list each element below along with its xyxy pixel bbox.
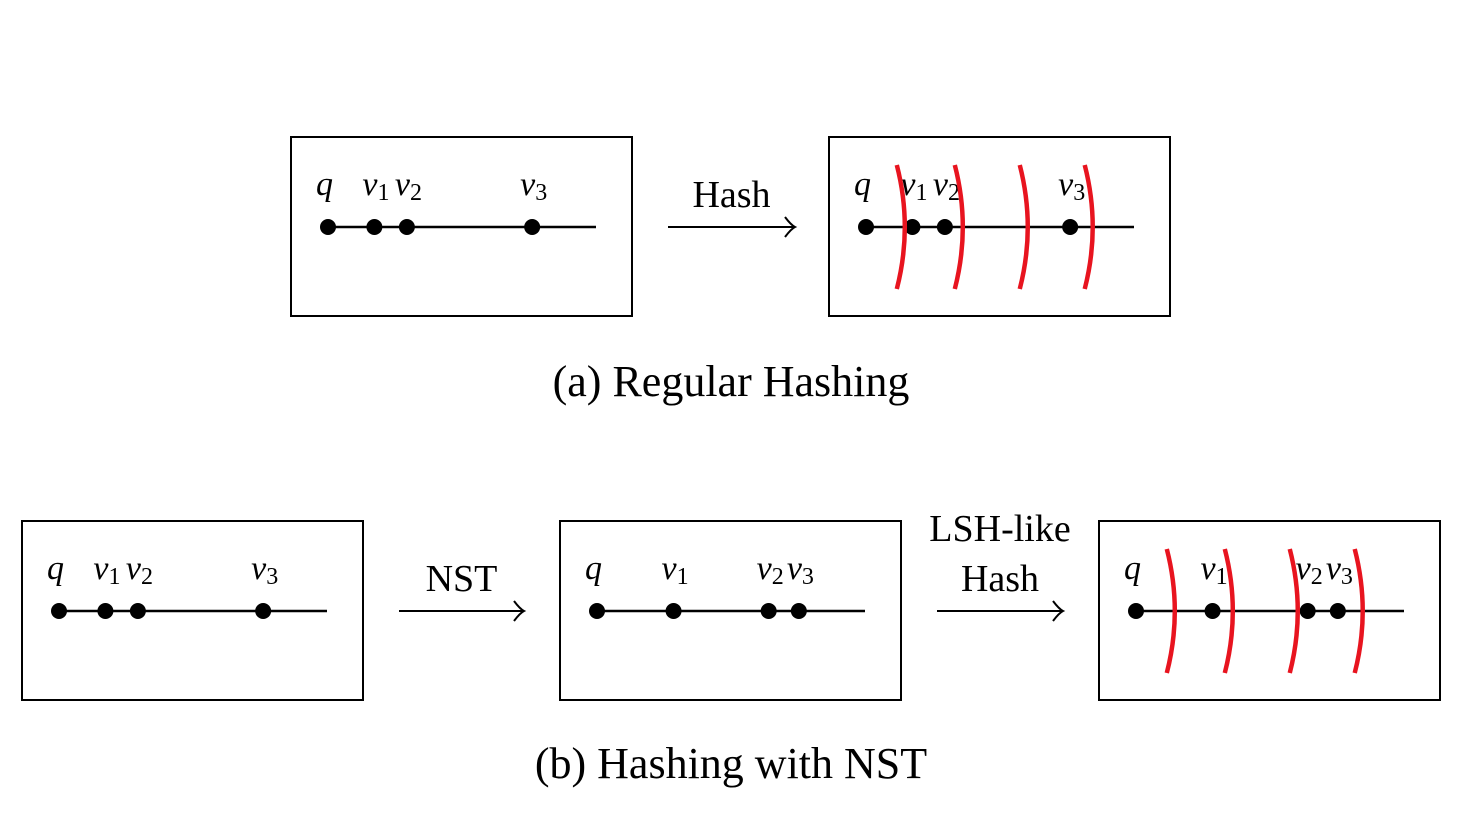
- arrow-nst: NST: [399, 558, 527, 622]
- label-var: q: [1124, 550, 1141, 587]
- hash-boundary: [1164, 548, 1178, 674]
- label-subscript: 1: [108, 564, 120, 590]
- point-q: [51, 603, 67, 619]
- label-var: v: [520, 166, 536, 203]
- point-label-q: q: [1124, 550, 1141, 587]
- point-v2: [760, 603, 777, 619]
- point-v2: [936, 219, 953, 235]
- point-label-v3: v3: [1326, 550, 1353, 590]
- point-label-v2: v2: [126, 550, 153, 590]
- point-q: [1128, 603, 1144, 619]
- point-q: [589, 603, 605, 619]
- label-var: q: [585, 550, 602, 587]
- label-var: v: [93, 550, 109, 587]
- point-label-v1: v1: [93, 550, 120, 590]
- label-subscript: 1: [915, 180, 927, 206]
- hash-boundary: [1287, 548, 1301, 674]
- label-var: v: [757, 550, 773, 587]
- arrow-head: [784, 216, 798, 238]
- point-v2: [129, 603, 146, 619]
- label-subscript: 3: [1341, 564, 1353, 590]
- point-label-v2: v2: [395, 166, 422, 206]
- label-subscript: 2: [141, 564, 153, 590]
- point-label-q: q: [854, 166, 871, 203]
- point-v3: [1062, 219, 1079, 235]
- label-subscript: 3: [535, 180, 547, 206]
- point-v1: [1204, 603, 1221, 619]
- label-var: v: [662, 550, 678, 587]
- point-v3: [524, 219, 541, 235]
- label-var: v: [1326, 550, 1342, 587]
- point-q: [320, 219, 336, 235]
- hash-boundary: [1222, 548, 1236, 674]
- label-var: v: [362, 166, 378, 203]
- arrow-label: Hash: [961, 558, 1039, 600]
- point-v3: [1329, 603, 1346, 619]
- point-v1: [97, 603, 114, 619]
- label-subscript: 2: [410, 180, 422, 206]
- point-v2: [1299, 603, 1316, 619]
- point-label-v3: v3: [520, 166, 547, 206]
- point-label-v1: v1: [1201, 550, 1228, 590]
- label-subscript: 3: [266, 564, 278, 590]
- label-var: v: [933, 166, 949, 203]
- label-var: v: [126, 550, 142, 587]
- point-label-v3: v3: [251, 550, 278, 590]
- label-var: v: [1201, 550, 1217, 587]
- point-label-v2: v2: [933, 166, 960, 206]
- arrow-head: [513, 600, 527, 622]
- label-var: v: [1296, 550, 1312, 587]
- label-var: v: [395, 166, 411, 203]
- label-subscript: 3: [1073, 180, 1085, 206]
- caption-b: (b) Hashing with NST: [535, 739, 927, 788]
- label-subscript: 1: [377, 180, 389, 206]
- label-var: v: [1058, 166, 1074, 203]
- point-q: [858, 219, 874, 235]
- point-v2: [398, 219, 415, 235]
- arrow-head: [1052, 600, 1066, 622]
- label-subscript: 2: [772, 564, 784, 590]
- point-label-v3: v3: [1058, 166, 1085, 206]
- point-v1: [904, 219, 921, 235]
- point-label-v3: v3: [787, 550, 814, 590]
- hash-boundary: [1082, 164, 1095, 290]
- label-subscript: 2: [948, 180, 960, 206]
- label-var: v: [787, 550, 803, 587]
- arrow-label: NST: [426, 558, 498, 600]
- hash-boundary: [952, 164, 966, 290]
- point-v3: [255, 603, 272, 619]
- label-subscript: 1: [677, 564, 689, 590]
- label-var: q: [854, 166, 871, 203]
- point-label-q: q: [316, 166, 333, 203]
- point-label-v1: v1: [362, 166, 389, 206]
- arrow-label: Hash: [692, 174, 770, 216]
- label-subscript: 1: [1216, 564, 1228, 590]
- label-var: q: [47, 550, 64, 587]
- arrow-label: LSH-like: [929, 508, 1070, 550]
- hash-boundary: [1352, 548, 1365, 674]
- point-v1: [665, 603, 682, 619]
- point-label-v2: v2: [1296, 550, 1323, 590]
- label-subscript: 2: [1311, 564, 1323, 590]
- hash-boundary: [1017, 164, 1031, 290]
- caption-a: (a) Regular Hashing: [553, 357, 910, 406]
- label-subscript: 3: [802, 564, 814, 590]
- point-v3: [790, 603, 807, 619]
- label-var: v: [251, 550, 267, 587]
- point-label-q: q: [47, 550, 64, 587]
- point-label-q: q: [585, 550, 602, 587]
- arrow-hash: Hash: [668, 174, 798, 238]
- point-v1: [366, 219, 383, 235]
- hash-boundary: [894, 164, 908, 290]
- label-var: q: [316, 166, 333, 203]
- point-label-v1: v1: [662, 550, 689, 590]
- point-label-v2: v2: [757, 550, 784, 590]
